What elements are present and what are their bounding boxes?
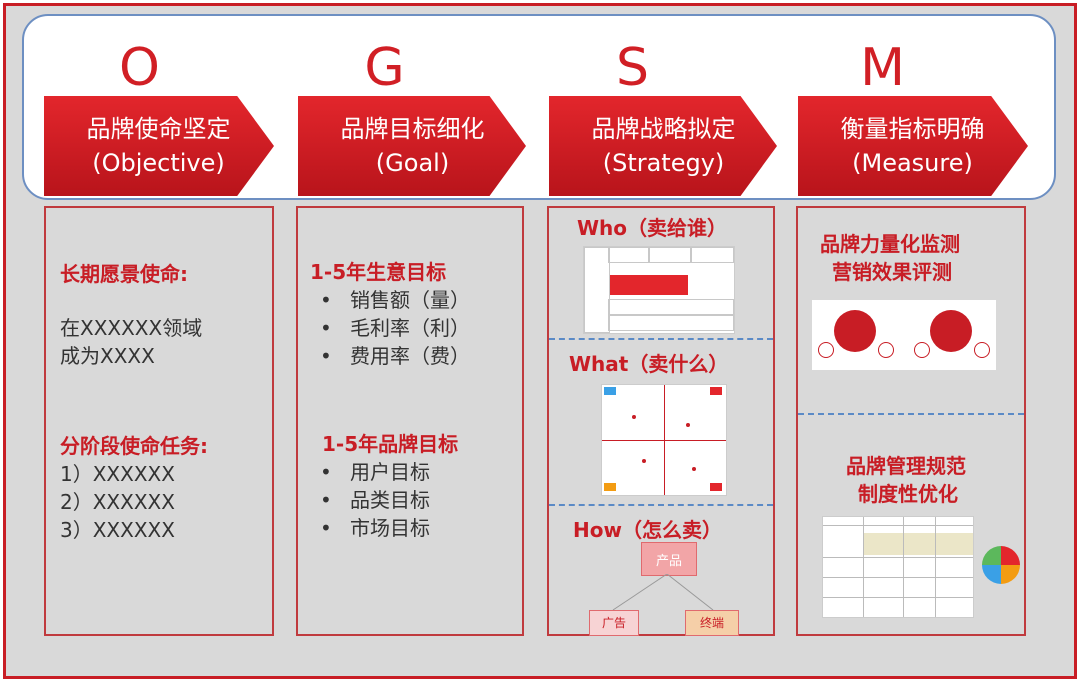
stage-arrow-goal: 品牌目标细化 (Goal)	[298, 96, 526, 196]
stage-title: 品牌战略拟定	[591, 115, 736, 143]
stage-arrow-strategy: 品牌战略拟定 (Strategy)	[549, 96, 777, 196]
who-matrix-thumbnail	[583, 246, 735, 334]
strategy-how-heading: How（怎么卖）	[573, 518, 722, 542]
goal-heading-brand: 1-5年品牌目标	[322, 432, 459, 456]
how-node-ad: 广告	[589, 610, 639, 636]
stage-subtitle: (Strategy)	[602, 149, 725, 177]
letter-g: G	[364, 38, 406, 98]
strategy-divider	[549, 338, 773, 340]
measure-circle-diagram-thumbnail	[812, 300, 996, 370]
stage-subtitle: (Objective)	[92, 149, 225, 177]
goal-item: 毛利率（利）	[320, 312, 470, 341]
goal-item: 品类目标	[320, 484, 430, 513]
goal-item: 费用率（费）	[320, 340, 470, 369]
goal-item: 销售额（量）	[320, 284, 470, 313]
stage-arrow-measure: 衡量指标明确 (Measure)	[798, 96, 1028, 196]
stage-title: 品牌使命坚定	[86, 115, 231, 143]
measure-divider	[798, 413, 1024, 415]
objective-vision-line1: 在XXXXXX领域	[60, 316, 203, 340]
objective-task: 3）XXXXXX	[60, 518, 175, 542]
objective-column: 长期愿景使命: 在XXXXXX领域 成为XXXX 分阶段使命任务: 1）XXXX…	[44, 206, 274, 636]
measure-heading2-line2: 制度性优化	[858, 482, 958, 506]
strategy-who-heading: Who（卖给谁）	[577, 216, 728, 240]
measure-heading-line2: 营销效果评测	[832, 260, 952, 284]
what-quadrant-thumbnail	[601, 384, 727, 496]
goal-heading-business: 1-5年生意目标	[310, 260, 447, 284]
how-connector-lines	[612, 574, 714, 611]
measure-heading-line1: 品牌力量化监测	[820, 232, 960, 256]
goal-column: 1-5年生意目标 销售额（量） 毛利率（利） 费用率（费） 1-5年品牌目标 用…	[296, 206, 524, 636]
stage-arrow-objective: 品牌使命坚定 (Objective)	[44, 96, 274, 196]
measure-heading2-line1: 品牌管理规范	[846, 454, 966, 478]
objective-task: 2）XXXXXX	[60, 490, 175, 514]
who-highlight-cell	[610, 275, 688, 295]
measure-table-thumbnail	[822, 516, 974, 618]
how-node-terminal: 终端	[685, 610, 739, 636]
letter-m: M	[860, 38, 906, 98]
objective-heading-tasks: 分阶段使命任务:	[60, 434, 208, 458]
letter-s: S	[615, 38, 650, 98]
stage-title: 衡量指标明确	[840, 115, 985, 143]
how-node-product: 产品	[641, 542, 697, 576]
measure-column: 品牌力量化监测 营销效果评测 品牌管理规范 制度性优化	[796, 206, 1026, 636]
goal-item: 用户目标	[320, 456, 430, 485]
objective-vision-line2: 成为XXXX	[60, 344, 155, 368]
goal-item: 市场目标	[320, 512, 430, 541]
stage-subtitle: (Goal)	[375, 149, 450, 177]
strategy-what-heading: What（卖什么）	[569, 352, 729, 376]
measure-pie-thumbnail	[982, 546, 1020, 584]
letter-o: O	[119, 38, 161, 98]
stage-subtitle: (Measure)	[852, 149, 973, 177]
strategy-divider	[549, 504, 773, 506]
stage-title: 品牌目标细化	[340, 115, 485, 143]
strategy-column: Who（卖给谁） What（卖什么） How（怎么卖） 产品 广告 终端	[547, 206, 775, 636]
objective-task: 1）XXXXXX	[60, 462, 175, 486]
objective-heading-vision: 长期愿景使命:	[60, 262, 188, 286]
